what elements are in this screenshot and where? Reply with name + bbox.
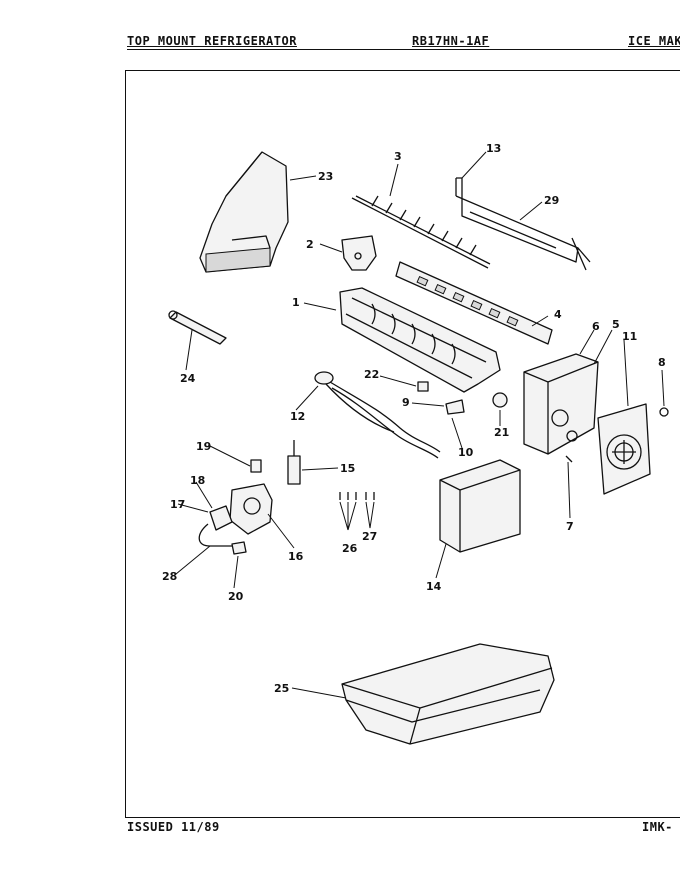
- callout-22: 22: [364, 368, 379, 381]
- callout-19: 19: [196, 440, 211, 453]
- callout-23: 23: [318, 170, 333, 183]
- callout-27: 27: [362, 530, 377, 543]
- header-model-number: RB17HN-1AF: [412, 34, 490, 48]
- callout-21: 21: [494, 426, 509, 439]
- part-9-bracket: [445, 399, 465, 415]
- part-20-clamp: [231, 541, 247, 555]
- callout-17: 17: [170, 498, 185, 511]
- part-23-chute: [199, 151, 289, 273]
- diagram-frame: [125, 70, 680, 818]
- leader-lines: [175, 151, 665, 699]
- part-4-stripper: [395, 261, 553, 345]
- callout-3: 3: [394, 150, 402, 163]
- header-product-line: TOP MOUNT REFRIGERATOR: [127, 34, 297, 48]
- part-24-fill-tube: [168, 310, 227, 345]
- footer-page-code: IMK-: [642, 820, 673, 834]
- callout-7: 7: [566, 520, 574, 533]
- header-section-title: ICE MAKE: [628, 34, 680, 48]
- callout-10: 10: [458, 446, 474, 459]
- part-13-shutoff-arm: [455, 177, 591, 271]
- callout-8: 8: [658, 356, 666, 369]
- callout-1: 1: [292, 296, 300, 309]
- callout-15: 15: [340, 462, 355, 475]
- part-25-ice-bucket: [341, 643, 555, 745]
- part-11-motor-plate: [597, 403, 651, 495]
- header-rule: [127, 49, 680, 50]
- part-14-cover: [439, 459, 521, 553]
- part-16-water-valve: [198, 483, 273, 547]
- part-12-harness: [314, 371, 441, 459]
- part-21-gear: [492, 392, 508, 408]
- part-2-bracket: [341, 235, 377, 271]
- callout-16: 16: [288, 550, 304, 563]
- callout-12: 12: [290, 410, 305, 423]
- callout-25: 25: [274, 682, 289, 695]
- callout-2: 2: [306, 238, 314, 251]
- part-3-ejector: [351, 195, 491, 269]
- callout-28: 28: [162, 570, 177, 583]
- part-15-fitting: [287, 440, 301, 485]
- callout-6: 6: [592, 320, 600, 333]
- callout-9: 9: [402, 396, 410, 409]
- callout-labels: 23 3 13 29 2 4 1 6 5 11 8 22 9 12 21 10 …: [162, 142, 666, 695]
- part-22-clip: [417, 381, 429, 392]
- part-19-washer: [250, 459, 262, 473]
- callout-26: 26: [342, 542, 358, 555]
- callout-24: 24: [180, 372, 196, 385]
- part-7-screw: [565, 455, 573, 463]
- callout-29: 29: [544, 194, 559, 207]
- callout-11: 11: [622, 330, 637, 343]
- part-5-control-housing: [523, 353, 599, 455]
- part-8-screw: [659, 407, 669, 417]
- callout-14: 14: [426, 580, 442, 593]
- parts-26-27-screws: [339, 492, 375, 500]
- callout-20: 20: [228, 590, 244, 603]
- callout-5: 5: [612, 318, 620, 331]
- callout-18: 18: [190, 474, 205, 487]
- part-1-mold: [339, 287, 501, 393]
- callout-13: 13: [486, 142, 501, 155]
- callout-4: 4: [554, 308, 562, 321]
- footer-issued-date: ISSUED 11/89: [127, 820, 220, 834]
